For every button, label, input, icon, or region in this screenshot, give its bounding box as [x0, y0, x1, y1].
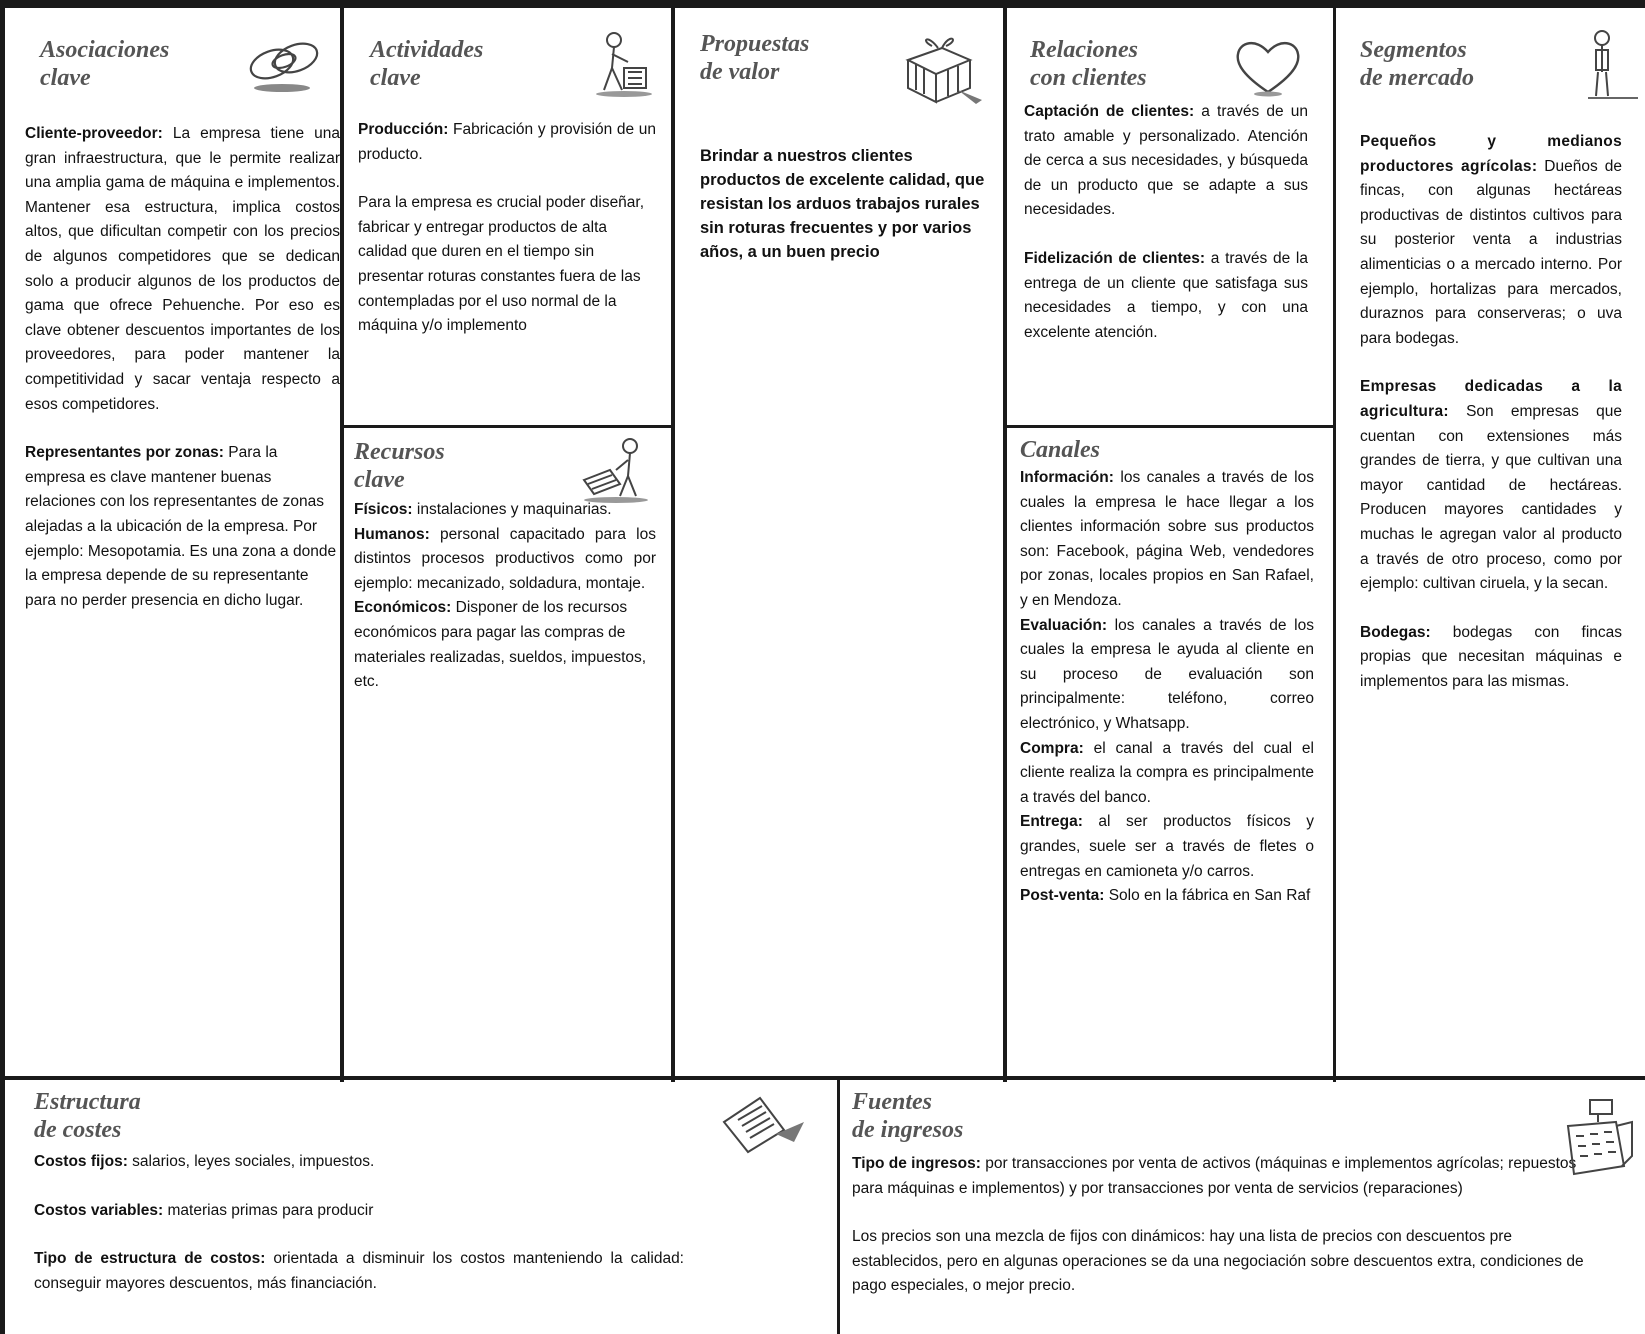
forklift-worker-icon [580, 434, 656, 506]
list-item: Tipo de estructura de costos: orientada … [34, 1250, 684, 1292]
list-item: Post-venta: Solo en la fábrica en San Ra… [1020, 887, 1311, 905]
section-title: Actividades clave [370, 37, 484, 91]
chain-links-icon [244, 30, 326, 96]
cost-structure-section: Estructura de costes Costos fijos: salar… [34, 1088, 694, 1328]
list-item: Representantes por zonas: Para la empres… [25, 444, 337, 609]
customer-segments-section: Segmentos de mercado Pequeños y medianos… [1360, 36, 1624, 1076]
list-item: Humanos: personal capacitado para los di… [354, 525, 656, 592]
person-standing-icon [1580, 28, 1640, 104]
list-item: Producción: Fabricación y provisión de u… [358, 121, 656, 163]
section-body: Tipo de ingresos: por transacciones por … [852, 1152, 1592, 1299]
list-item: Información: los canales a través de los… [1020, 469, 1314, 609]
list-item: Pequeños y medianos productores agrícola… [1360, 133, 1622, 347]
list-item: Costos variables: materias primas para p… [34, 1201, 374, 1219]
section-title: Propuestas de valor [700, 31, 810, 85]
list-item: Económicos: Disponer de los recursos eco… [354, 599, 647, 691]
channels-section: Canales Información: los canales a travé… [1020, 436, 1316, 1076]
receipt-paper-icon [718, 1092, 808, 1154]
divider [0, 1076, 1645, 1080]
section-title: Fuentes de ingresos [852, 1089, 964, 1143]
gift-package-icon [898, 30, 984, 106]
list-item: Bodegas: bodegas con fincas propias que … [1360, 623, 1622, 690]
section-body: Cliente-proveedor: La empresa tiene una … [25, 122, 340, 613]
cash-register-icon [1560, 1096, 1636, 1182]
section-title: Asociaciones clave [40, 37, 170, 91]
list-item: Los precios son una mezcla de fijos con … [852, 1228, 1584, 1295]
section-body: Pequeños y medianos productores agrícola… [1360, 130, 1622, 694]
list-item: Evaluación: los canales a través de los … [1020, 616, 1314, 732]
key-resources-section: Recursos clave Físicos: instalaciones y … [354, 438, 658, 1068]
divider [340, 8, 344, 1082]
divider [1003, 8, 1007, 1082]
section-body: Físicos: instalaciones y maquinarias. Hu… [354, 498, 656, 695]
section-title: Relaciones con clientes [1030, 37, 1147, 91]
divider [837, 1078, 840, 1334]
divider [0, 8, 5, 1334]
list-item: Tipo de ingresos: por transacciones por … [852, 1155, 1577, 1197]
section-body: Captación de clientes: a través de un tr… [1024, 100, 1308, 345]
list-item: Captación de clientes: a través de un tr… [1024, 103, 1308, 219]
section-body: Información: los canales a través de los… [1020, 466, 1314, 909]
list-item: Cliente-proveedor: La empresa tiene una … [25, 125, 340, 413]
key-activities-section: Actividades clave Producción: Fabricació… [358, 36, 658, 421]
section-title: Canales [1020, 437, 1101, 463]
list-item: Empresas dedicadas a la agricultura: Son… [1360, 378, 1622, 593]
list-item: Costos fijos: salarios, leyes sociales, … [34, 1153, 375, 1170]
list-item: Fidelización de clientes: a través de la… [1024, 249, 1308, 341]
section-body: Producción: Fabricación y provisión de u… [358, 118, 656, 339]
section-body: Costos fijos: salarios, leyes sociales, … [34, 1150, 692, 1296]
worker-icon [590, 28, 656, 100]
key-partners-section: Asociaciones clave Cliente-proveedor: La… [22, 36, 340, 1076]
divider [1005, 425, 1335, 428]
list-item: Entrega: al ser productos físicos y gran… [1020, 813, 1314, 880]
heart-icon [1234, 36, 1302, 98]
section-title: Recursos clave [354, 439, 445, 493]
customer-relationships-section: Relaciones con clientes Captación de cli… [1024, 36, 1310, 421]
section-title: Estructura de costes [34, 1089, 141, 1143]
list-item: Para la empresa es crucial poder diseñar… [358, 194, 645, 335]
divider [344, 425, 673, 428]
revenue-streams-section: Fuentes de ingresos Tipo de ingresos: po… [852, 1088, 1594, 1328]
divider [671, 8, 675, 1082]
value-proposition-section: Propuestas de valor Brindar a nuestros c… [700, 30, 990, 1070]
top-border [0, 0, 1645, 8]
divider [1333, 8, 1336, 1082]
list-item: Compra: el canal a través del cual el cl… [1020, 739, 1314, 806]
value-proposition-text: Brindar a nuestros clientes productos de… [700, 147, 985, 261]
list-item: Físicos: instalaciones y maquinarias. [354, 501, 612, 518]
section-title: Segmentos de mercado [1360, 37, 1474, 91]
